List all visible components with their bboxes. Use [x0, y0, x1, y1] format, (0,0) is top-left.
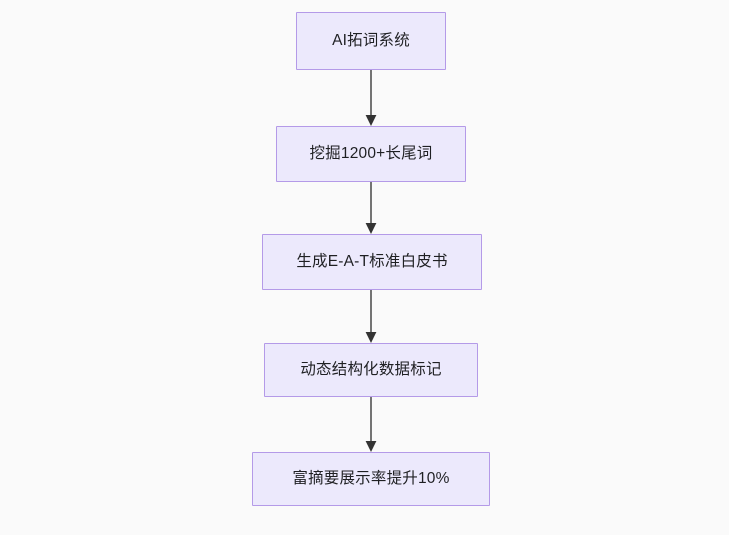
arrowhead-icon	[365, 441, 377, 452]
flow-node-label: 生成E-A-T标准白皮书	[296, 252, 448, 270]
flow-node-ai-keyword-system[interactable]: AI拓词系统	[296, 12, 446, 70]
arrowhead-icon	[365, 115, 377, 126]
arrowhead-icon	[365, 332, 377, 343]
edge-n1-to-n2	[361, 70, 381, 128]
edge-n3-to-n4	[361, 290, 381, 345]
flow-node-dynamic-structured-data-markup[interactable]: 动态结构化数据标记	[264, 343, 478, 397]
flow-node-label: 动态结构化数据标记	[300, 360, 442, 378]
flow-node-label: 挖掘1200+长尾词	[309, 144, 433, 162]
edge-n2-to-n3	[361, 182, 381, 236]
flow-node-label: AI拓词系统	[332, 31, 410, 49]
arrowhead-icon	[365, 223, 377, 234]
flow-node-label: 富摘要展示率提升10%	[292, 469, 450, 487]
flow-node-mine-longtail-keywords[interactable]: 挖掘1200+长尾词	[276, 126, 466, 182]
flow-node-generate-eat-whitepaper[interactable]: 生成E-A-T标准白皮书	[262, 234, 482, 290]
edge-n4-to-n5	[361, 397, 381, 454]
flow-node-rich-snippet-impression-lift[interactable]: 富摘要展示率提升10%	[252, 452, 490, 506]
